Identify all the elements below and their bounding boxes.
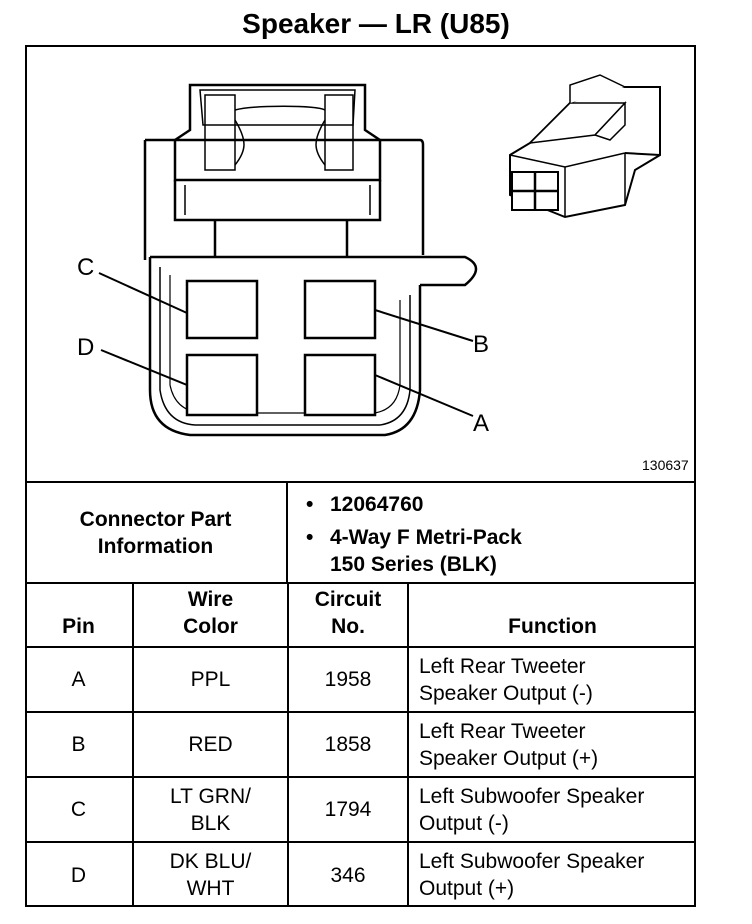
table-row: C LT GRN/ BLK 1794 Left Subwoofer Speake… — [25, 776, 696, 842]
wire-color-line: RED — [188, 733, 233, 756]
pin-cavities — [185, 279, 377, 417]
connector-info-section: Connector Part Information • 12064760 • … — [25, 481, 696, 583]
connector-info-details: • 12064760 • 4-Way F Metri-Pack 150 Seri… — [288, 483, 696, 583]
wire-color-cell: PPL — [133, 646, 289, 712]
function-line: Left Rear Tweeter — [419, 719, 586, 743]
connector-housing — [143, 138, 478, 437]
function-cell: Left Rear Tweeter Speaker Output (-) — [408, 646, 696, 712]
wire-color-line: BLK — [190, 811, 231, 835]
function-cell: Left Rear Tweeter Speaker Output (+) — [408, 711, 696, 777]
wire-color-cell: DK BLU/ WHT — [133, 841, 289, 907]
leader-lines — [98, 272, 474, 417]
cavity-d — [185, 353, 259, 417]
cavity-b — [303, 279, 377, 340]
part-number-item: • 12064760 — [306, 491, 424, 518]
header-wire-color-line: Wire — [187, 588, 234, 611]
connector-info-label-line: Information — [97, 535, 214, 558]
pin-table: Pin Wire Color Circuit No. Function A PP… — [25, 582, 696, 907]
wire-color-line: LT GRN/ — [170, 784, 251, 808]
table-row: D DK BLU/ WHT 346 Left Subwoofer Speaker… — [25, 841, 696, 907]
part-number: 12064760 — [330, 493, 424, 516]
function-line: Speaker Output (-) — [419, 681, 593, 705]
function-line: Left Subwoofer Speaker — [419, 784, 645, 808]
header-function: Function — [408, 582, 696, 647]
table-row: A PPL 1958 Left Rear Tweeter Speaker Out… — [25, 646, 696, 712]
wire-color-cell: RED — [133, 711, 289, 777]
pin-label-c: C — [77, 254, 94, 281]
cavity-a — [303, 353, 377, 417]
header-circuit: Circuit No. — [288, 582, 409, 647]
connector-latch — [173, 83, 382, 222]
function-cell: Left Subwoofer Speaker Output (-) — [408, 776, 696, 842]
header-wire-color: Wire Color — [133, 582, 289, 647]
bullet-icon: • — [306, 526, 314, 549]
connector-description-item: • 4-Way F Metri-Pack 150 Series (BLK) — [306, 524, 522, 578]
wire-color-line: WHT — [186, 877, 235, 900]
function-line: Speaker Output (+) — [419, 746, 599, 770]
pin-label-b: B — [473, 331, 489, 358]
pin-label-a: A — [473, 410, 489, 437]
bullet-icon: • — [306, 493, 314, 516]
header-wire-color-line: Color — [183, 615, 238, 638]
function-line: Output (+) — [419, 877, 515, 900]
connector-3d-illustration — [509, 74, 661, 219]
circuit-cell: 1858 — [288, 711, 409, 777]
function-line: Left Subwoofer Speaker — [419, 850, 645, 873]
circuit-cell: 346 — [288, 841, 409, 907]
connector-info-label-line: Connector Part — [79, 508, 232, 531]
pin-cell: C — [25, 776, 134, 842]
connector-description-line: 150 Series (BLK) — [330, 553, 497, 576]
pin-cell: D — [25, 841, 134, 907]
page-title: Speaker — LR (U85) — [242, 8, 510, 39]
header-circuit-line: Circuit — [314, 588, 382, 611]
table-row: B RED 1858 Left Rear Tweeter Speaker Out… — [25, 711, 696, 777]
wire-color-line: DK BLU/ — [169, 850, 252, 873]
header-pin: Pin — [25, 582, 134, 647]
function-cell: Left Subwoofer Speaker Output (+) — [408, 841, 696, 907]
pin-cell: A — [25, 646, 134, 712]
connector-description-line: 4-Way F Metri-Pack — [330, 526, 522, 549]
connector-diagram: C D B A 130637 — [25, 45, 696, 482]
pin-table-header: Pin Wire Color Circuit No. Function — [25, 582, 696, 647]
cavity-c — [185, 279, 259, 340]
wire-color-cell: LT GRN/ BLK — [133, 776, 289, 842]
function-line: Output (-) — [419, 811, 509, 835]
function-line: Left Rear Tweeter — [419, 654, 586, 678]
wire-color-line: PPL — [190, 668, 231, 691]
pin-cell: B — [25, 711, 134, 777]
pin-label-d: D — [77, 334, 94, 361]
header-circuit-line: No. — [331, 615, 365, 638]
connector-info-label: Connector Part Information — [25, 483, 288, 583]
figure-number: 130637 — [642, 457, 689, 473]
circuit-cell: 1794 — [288, 776, 409, 842]
circuit-cell: 1958 — [288, 646, 409, 712]
